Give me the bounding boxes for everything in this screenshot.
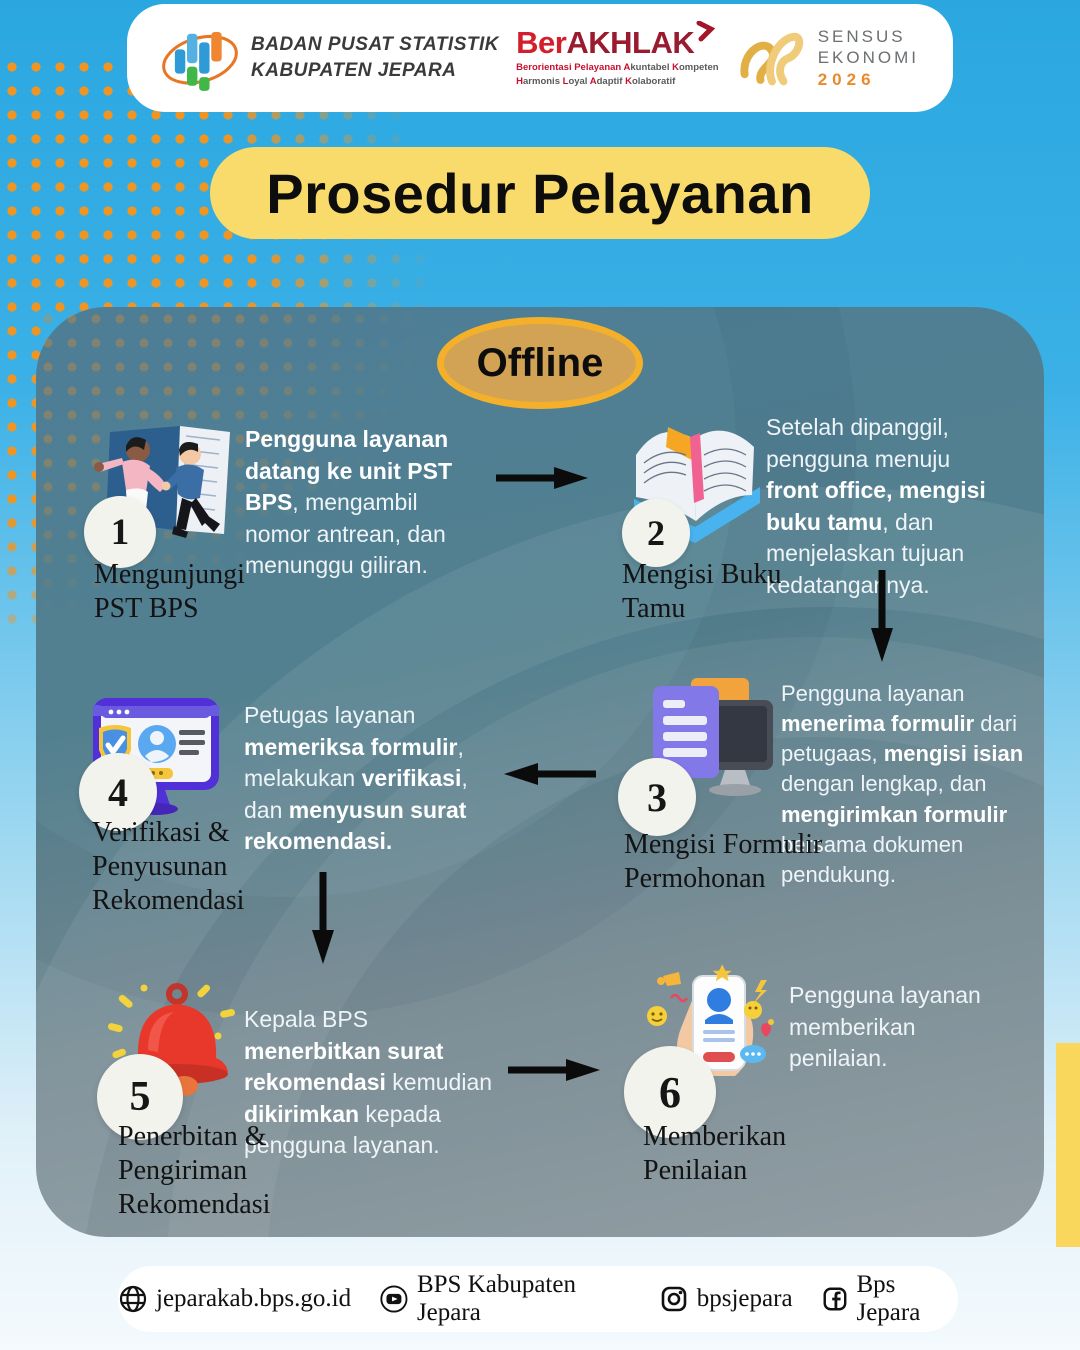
step-number-badge: 2 — [622, 499, 690, 567]
step-2-label: Mengisi Buku Tamu — [622, 559, 782, 625]
berakhlak-tagline-line2: Harmonis Loyal Adaptif Kolaboratif — [516, 76, 676, 87]
bps-logo-icon — [162, 32, 238, 91]
instagram-icon — [661, 1286, 687, 1312]
step-number-badge: 5 — [97, 1054, 183, 1140]
bps-name-line2: KABUPATEN JEPARA — [251, 60, 457, 81]
sensus-line1: SENSUS — [817, 27, 906, 47]
step-5-label: Penerbitan & Pengiriman Rekomendasi — [118, 1121, 271, 1221]
berakhlak-arrow-icon — [696, 21, 716, 42]
arrow-right-icon — [496, 467, 588, 489]
footer-website-label: jeparakab.bps.go.id — [156, 1285, 352, 1312]
arrow-down-icon — [312, 872, 334, 964]
berakhlak-title-suffix: AKHLAK — [566, 25, 695, 61]
header-card: BADAN PUSAT STATISTIK KABUPATEN JEPARA B… — [127, 4, 953, 112]
step-3-description: Pengguna layanan menerima formulir dari … — [781, 681, 1024, 887]
step-number-badge: 1 — [84, 496, 156, 568]
facebook-icon — [823, 1287, 846, 1311]
step-4-label: Verifikasi & Penyusunan Rekomendasi — [92, 817, 245, 917]
footer-instagram-label: bpsjepara — [696, 1285, 793, 1312]
step-3-label: Mengisi Formulir Permohonan — [624, 829, 823, 895]
footer-facebook: Bps Jepara — [821, 1271, 958, 1327]
sensus-ekonomi-swoosh-icon — [740, 32, 803, 86]
sensus-line2: EKONOMI — [817, 48, 919, 68]
footer-facebook-label: Bps Jepara — [856, 1271, 921, 1326]
berakhlak-title-prefix: Ber — [516, 25, 567, 61]
footer-website: jeparakab.bps.go.id — [118, 1284, 351, 1314]
step-6-label: Memberikan Penilaian — [643, 1121, 787, 1187]
bps-name: BADAN PUSAT STATISTIK KABUPATEN JEPARA — [251, 32, 499, 83]
step-4-description: Petugas layanan memeriksa formulir, mela… — [244, 702, 468, 854]
yellow-accent-bar — [1056, 1043, 1080, 1247]
step-6-description: Pengguna layanan memberikan penilaian. — [789, 982, 981, 1071]
sensus-ekonomi-logo-block: SENSUS EKONOMI 2026 — [736, 23, 919, 93]
berakhlak-logo-block: Ber AKHLAK Berorientasi Pelayanan Akunta… — [516, 21, 719, 89]
bps-logo-block: BADAN PUSAT STATISTIK KABUPATEN JEPARA — [161, 22, 499, 94]
arrow-right-icon — [508, 1059, 600, 1081]
step-number-badge: 4 — [79, 753, 157, 831]
step-2-description: Setelah dipanggil, pengguna menuju front… — [766, 414, 986, 598]
sensus-ekonomi-text: SENSUS EKONOMI 2026 — [818, 26, 919, 90]
footer-contact-bar: jeparakab.bps.go.id BPS Kabupaten Jepara… — [118, 1266, 958, 1332]
step-number-badge: 6 — [624, 1046, 716, 1138]
arrow-left-icon — [504, 763, 596, 785]
step-5-description: Kepala BPS menerbitkan surat rekomendasi… — [244, 1006, 493, 1158]
berakhlak-tagline-line1: Berorientasi Pelayanan Akuntabel Kompete… — [516, 62, 719, 74]
youtube-icon — [380, 1285, 408, 1313]
footer-youtube-label: BPS Kabupaten Jepara — [416, 1271, 576, 1326]
sensus-year: 2026 — [817, 69, 876, 89]
globe-icon — [119, 1285, 147, 1313]
bps-name-line1: BADAN PUSAT STATISTIK — [251, 34, 499, 56]
footer-instagram: bpsjepara — [659, 1284, 793, 1314]
page-title: Prosedur Pelayanan — [210, 147, 870, 239]
footer-youtube: BPS Kabupaten Jepara — [379, 1271, 631, 1327]
berakhlak-title: Ber AKHLAK — [516, 21, 716, 61]
arrow-down-icon — [871, 570, 893, 662]
form-monitor-illustration — [653, 678, 773, 796]
step-number-badge: 3 — [618, 758, 696, 836]
step-1-description: Pengguna layanan datang ke unit PST BPS,… — [245, 426, 453, 578]
offline-badge: Offline — [437, 317, 643, 409]
step-1-label: Mengunjungi PST BPS — [94, 559, 245, 625]
